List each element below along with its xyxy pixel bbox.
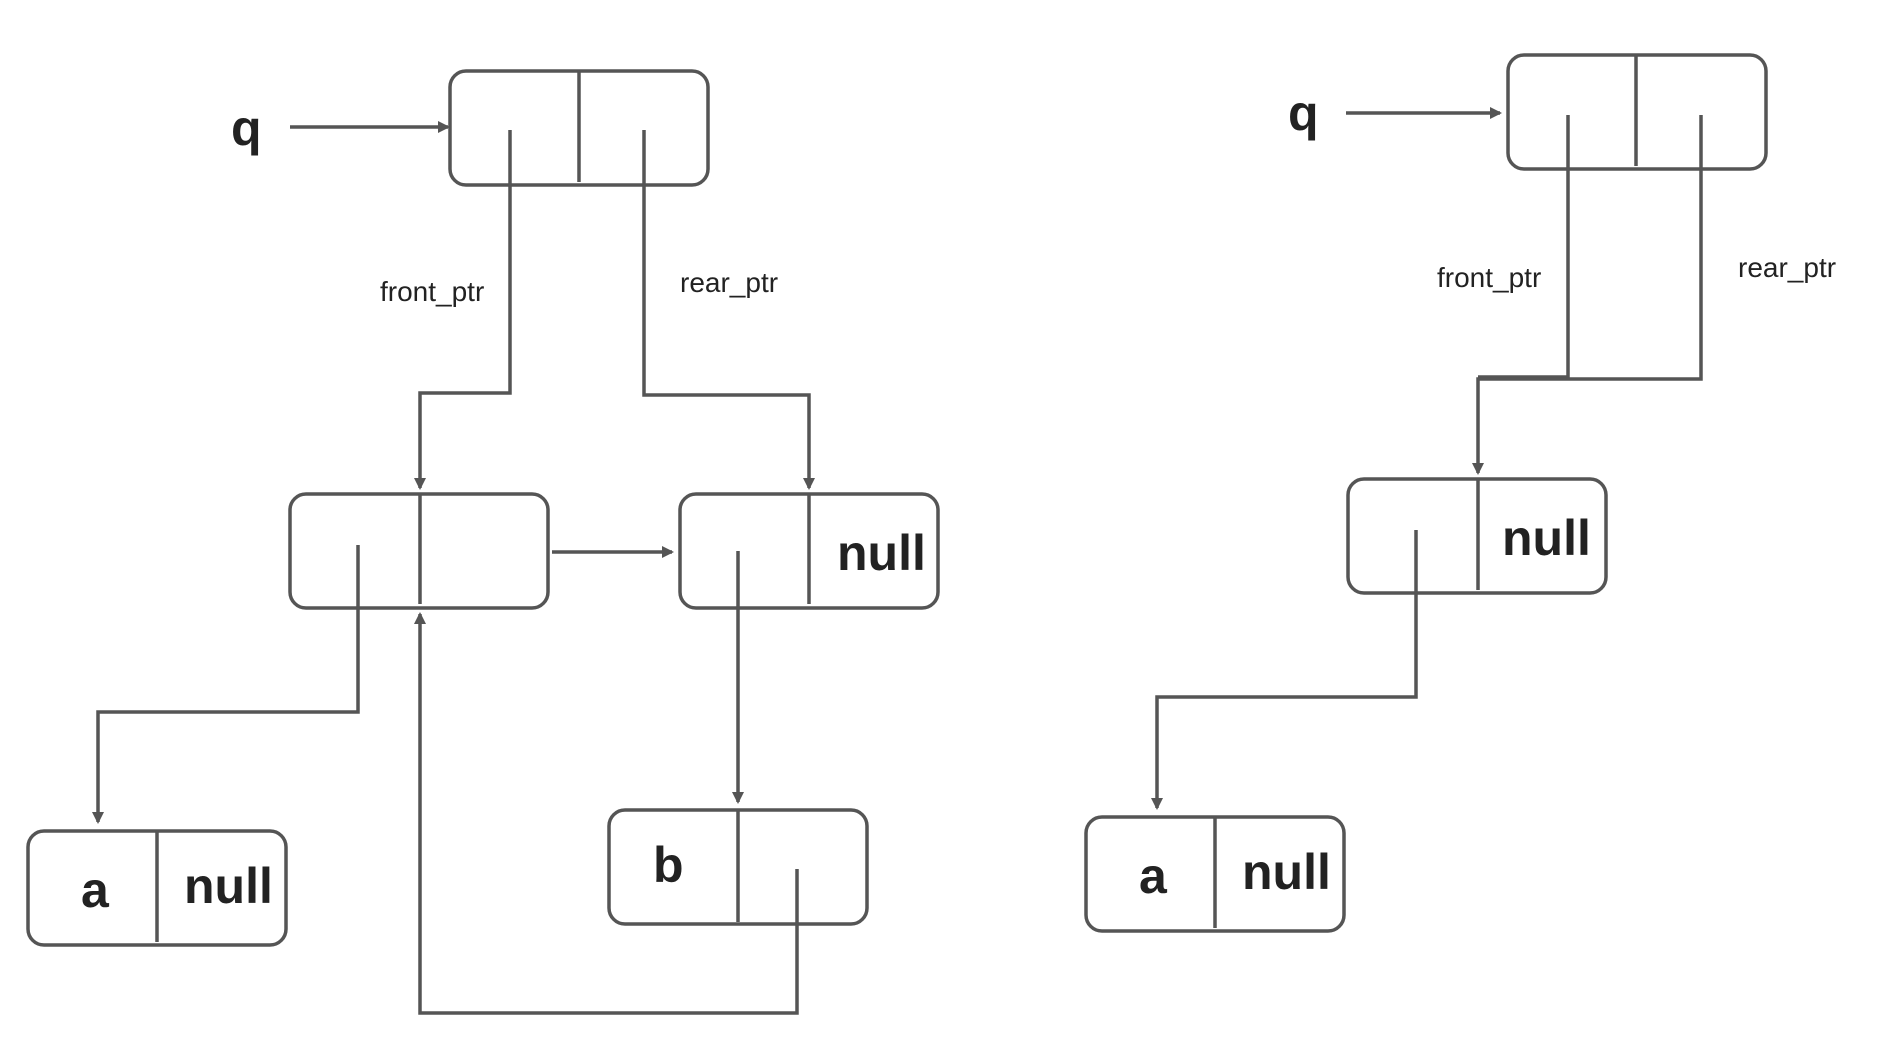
left-front-ptr-label: front_ptr [380, 276, 484, 307]
left-pair1-to-a-wire [92, 545, 360, 824]
left-pair2-null-label: null [837, 525, 926, 581]
right-node-a-car-label: a [1139, 848, 1168, 904]
left-node-a-car-label: a [81, 862, 110, 918]
left-node-a-null-label: null [184, 858, 273, 914]
right-front-ptr-label: front_ptr [1437, 262, 1541, 293]
right-rear-ptr-label: rear_ptr [1738, 252, 1836, 283]
right-rear-ptr-wire [1472, 115, 1703, 475]
right-node-a-null-label: null [1242, 844, 1331, 900]
left-rear-ptr-label: rear_ptr [680, 267, 778, 298]
right-front-ptr-wire [1478, 115, 1570, 379]
right-pair1-null-label: null [1502, 510, 1591, 566]
left-front-ptr-wire [414, 130, 512, 490]
left-node-b-loop-wire [414, 612, 799, 1015]
left-queue-var-label: q [231, 100, 262, 156]
left-node-b-car-label: b [653, 837, 684, 893]
left-diagram: q front_ptr rear_ptr null a null b [26, 69, 940, 1015]
right-diagram: q front_ptr rear_ptr null a null [1084, 53, 1836, 933]
left-rear-ptr-wire [642, 130, 815, 490]
right-pair1-to-a-wire [1151, 530, 1418, 810]
right-queue-var-label: q [1288, 85, 1319, 141]
